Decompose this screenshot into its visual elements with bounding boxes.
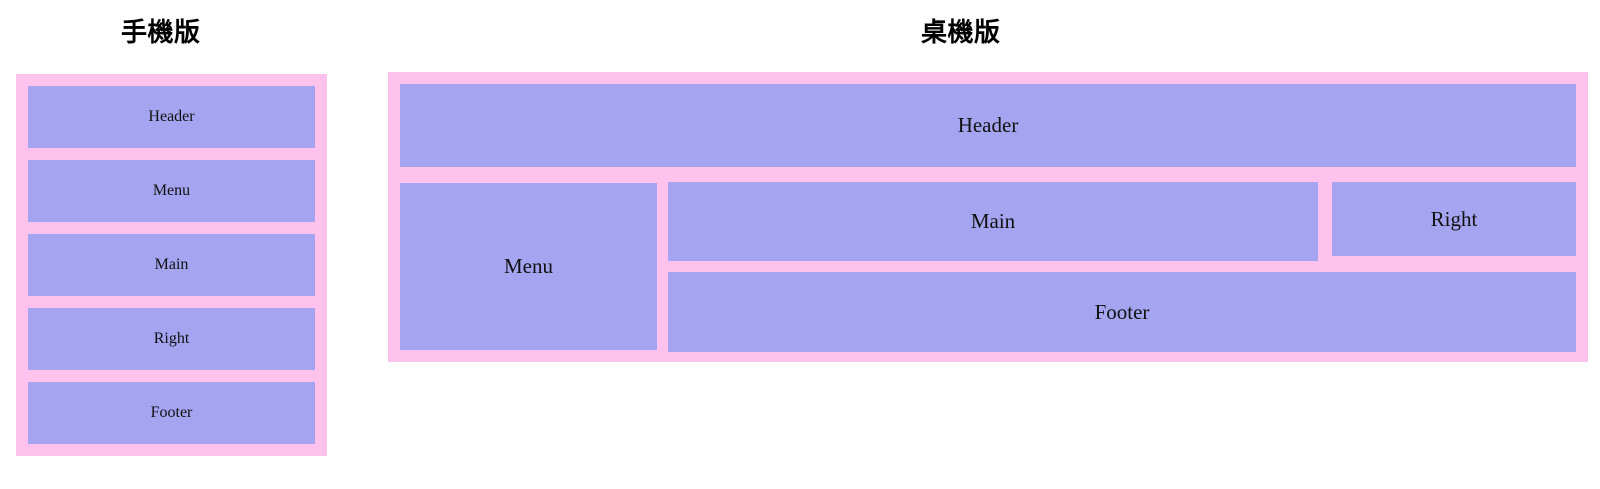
mobile-block-header: Header <box>28 86 315 148</box>
desktop-block-footer: Footer <box>668 272 1576 352</box>
mobile-block-main: Main <box>28 234 315 296</box>
desktop-block-right-label: Right <box>1430 206 1478 231</box>
mobile-block-header-label: Header <box>148 108 195 125</box>
desktop-block-footer-label: Footer <box>1094 299 1150 324</box>
desktop-block-right: Right <box>1332 182 1576 256</box>
desktop-block-menu-label: Menu <box>504 254 553 278</box>
desktop-layout-frame: Header Menu Main Right Footer <box>388 72 1588 362</box>
mobile-block-footer: Footer <box>28 382 315 444</box>
desktop-block-header-label: Header <box>957 113 1019 137</box>
mobile-layout-title: 手機版 <box>121 17 201 47</box>
mobile-block-menu: Menu <box>28 160 315 222</box>
mobile-block-right: Right <box>28 308 315 370</box>
desktop-block-header: Header <box>400 84 1576 167</box>
mobile-block-footer-label: Footer <box>150 404 193 421</box>
mobile-block-main-label: Main <box>154 256 189 273</box>
mobile-block-right-label: Right <box>153 330 190 347</box>
desktop-layout-title: 桌機版 <box>921 17 1001 47</box>
mobile-layout-frame: Header Menu Main Right Footer <box>16 74 327 456</box>
mobile-block-menu-label: Menu <box>152 182 191 199</box>
desktop-block-menu: Menu <box>400 183 657 350</box>
desktop-block-main-label: Main <box>970 209 1016 233</box>
desktop-block-main: Main <box>668 182 1318 261</box>
